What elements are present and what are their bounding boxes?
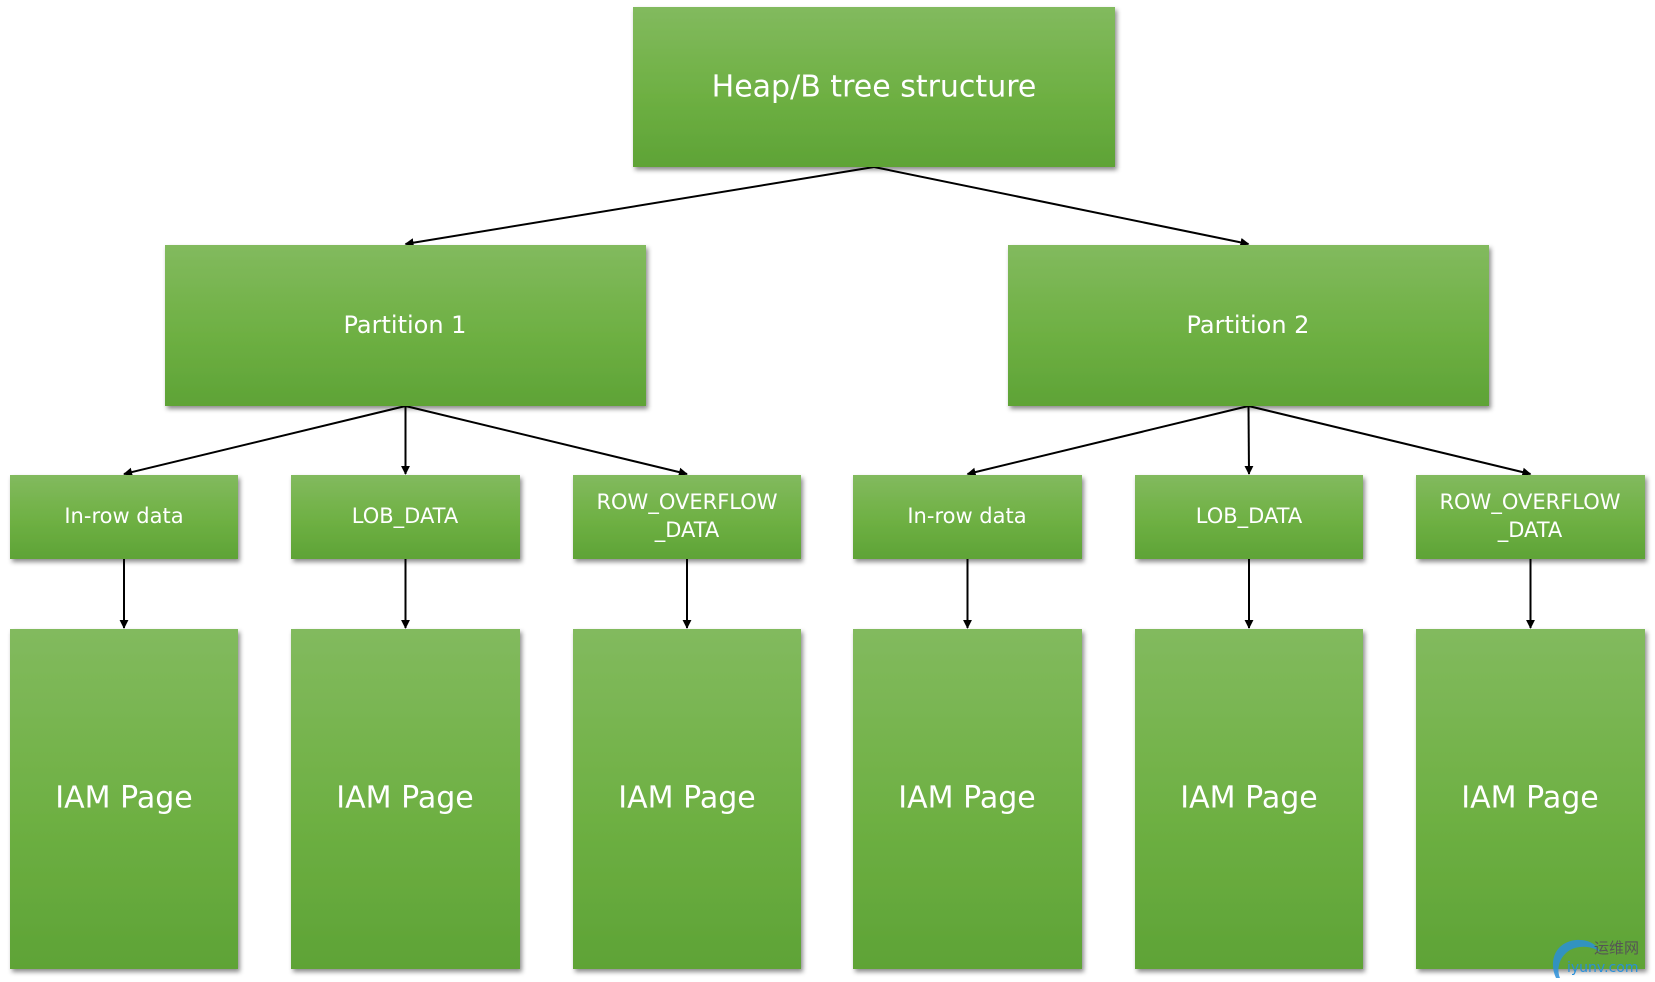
p2-overflow-node: ROW_OVERFLOW _DATA — [1416, 475, 1645, 559]
edge-root-partition1 — [404, 166, 875, 248]
p1-lob-label: LOB_DATA — [352, 504, 459, 529]
partition-2-label: Partition 2 — [1187, 311, 1310, 339]
p2-overflow-label-line2: _DATA — [1497, 518, 1563, 543]
root-node: Heap/B tree structure — [633, 7, 1115, 167]
p1-lob-iam-node: IAM Page — [291, 629, 520, 969]
edge-root-partition2 — [873, 166, 1250, 247]
p1-inrow-label: In-row data — [64, 504, 183, 528]
swirl-logo-icon — [1552, 939, 1600, 978]
p2-inrow-label: In-row data — [907, 504, 1026, 528]
p2-inrow-iam-label: IAM Page — [898, 781, 1035, 816]
p2-lob-node: LOB_DATA — [1135, 475, 1363, 559]
p1-lob-node: LOB_DATA — [291, 475, 520, 559]
p1-inrow-iam-label: IAM Page — [55, 781, 192, 816]
p2-lob-label: LOB_DATA — [1196, 504, 1303, 529]
watermark-text-cn: 运维网 — [1594, 939, 1639, 957]
watermark-text-url: iyunv.com — [1567, 960, 1638, 976]
p2-inrow-node: In-row data — [853, 475, 1082, 559]
p2-overflow-iam-label: IAM Page — [1461, 781, 1598, 816]
partition-1-label: Partition 1 — [344, 311, 467, 339]
partition-1-node: Partition 1 — [165, 245, 646, 406]
p1-overflow-iam-node: IAM Page — [573, 629, 801, 969]
edge-partition1-overflow — [405, 405, 688, 477]
root-node-label: Heap/B tree structure — [712, 70, 1037, 105]
p2-overflow-iam-node: IAM Page — [1416, 629, 1645, 969]
watermark: 运维网 iyunv.com — [1552, 939, 1639, 978]
edges-layer — [119, 166, 1535, 629]
nodes-layer: Heap/B tree structure Partition 1 Partit… — [10, 7, 1645, 969]
p2-inrow-iam-node: IAM Page — [853, 629, 1082, 969]
edge-partition1-inrow — [123, 405, 406, 477]
p1-overflow-iam-label: IAM Page — [618, 781, 755, 816]
partition-2-node: Partition 2 — [1008, 245, 1489, 406]
p1-overflow-label-line2: _DATA — [654, 518, 720, 543]
p1-inrow-node: In-row data — [10, 475, 238, 559]
p1-overflow-label-line1: ROW_OVERFLOW — [596, 490, 777, 515]
p2-lob-iam-label: IAM Page — [1180, 781, 1317, 816]
p1-overflow-node: ROW_OVERFLOW _DATA — [573, 475, 801, 559]
p2-lob-iam-node: IAM Page — [1135, 629, 1363, 969]
edge-partition2-overflow — [1248, 405, 1532, 477]
edge-partition2-lob — [1244, 405, 1254, 475]
p2-overflow-label-line1: ROW_OVERFLOW — [1439, 490, 1620, 515]
edge-partition2-inrow — [966, 405, 1249, 477]
p1-inrow-iam-node: IAM Page — [10, 629, 238, 969]
p1-lob-iam-label: IAM Page — [336, 781, 473, 816]
